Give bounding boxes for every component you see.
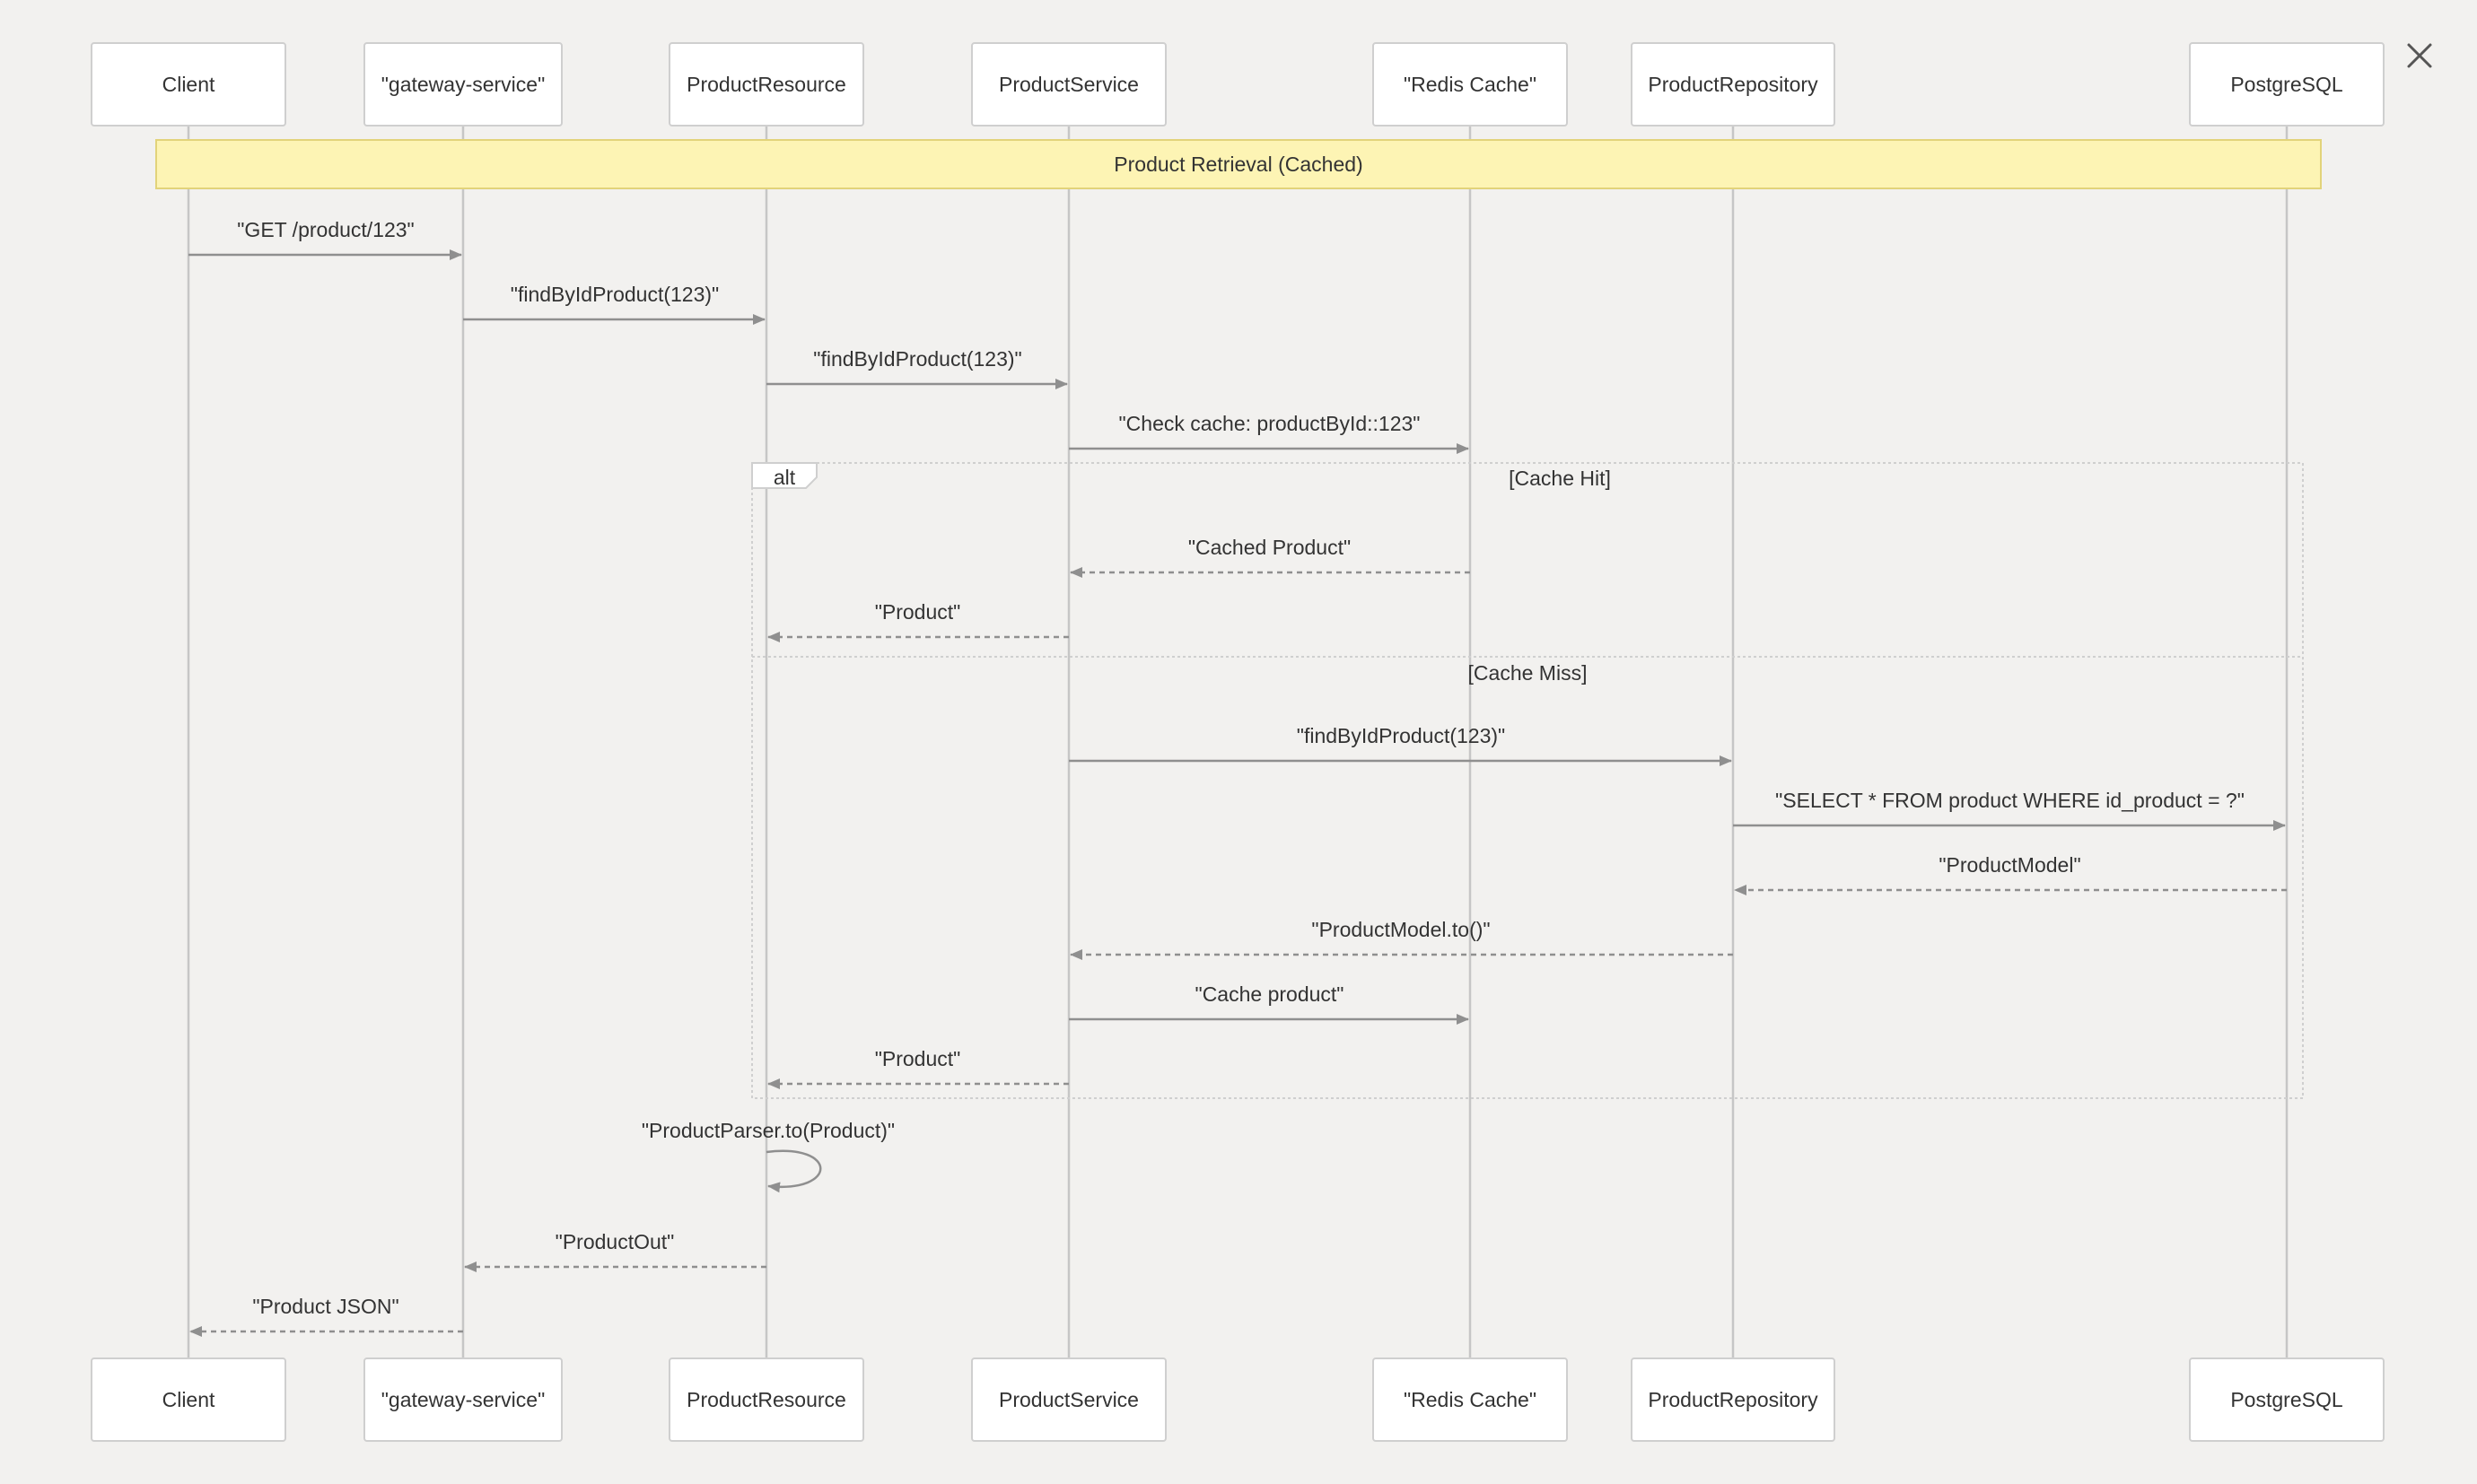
- participant-label: "Redis Cache": [1404, 1388, 1536, 1411]
- message-label: "findByIdProduct(123)": [813, 347, 1021, 371]
- alt-condition-cache-hit: [Cache Hit]: [1509, 467, 1611, 490]
- message-14: "ProductOut": [464, 1230, 766, 1272]
- participant-label: Client: [162, 73, 215, 96]
- participant-label: "gateway-service": [381, 1388, 546, 1411]
- message-label: "findByIdProduct(123)": [1297, 724, 1505, 747]
- message-12: "Product": [767, 1047, 1069, 1089]
- alt-label-tab: [751, 462, 818, 489]
- alt-condition-cache-miss: [Cache Miss]: [1468, 661, 1588, 685]
- message-label: "ProductParser.to(Product)": [642, 1119, 895, 1142]
- message-7: "findByIdProduct(123)": [1069, 724, 1732, 766]
- participant-label: PostgreSQL: [2230, 1388, 2342, 1411]
- message-10: "ProductModel.to()": [1070, 918, 1733, 960]
- message-label: "Cache product": [1195, 982, 1344, 1006]
- participant-label: PostgreSQL: [2230, 73, 2342, 96]
- participant-box: [2189, 1357, 2385, 1442]
- alt-frame: alt [Cache Hit] [Cache Miss]: [751, 462, 2304, 1099]
- note-group: Product Retrieval (Cached): [155, 139, 2322, 189]
- participant-redis-top[interactable]: "Redis Cache": [1372, 42, 1568, 127]
- alt-label: alt: [774, 466, 796, 489]
- message-label: "findByIdProduct(123)": [511, 283, 719, 306]
- participant-box: [971, 1357, 1167, 1442]
- participants-bottom: Client "gateway-service" ProductResource Pr…: [91, 1357, 2385, 1442]
- alt-frame-border: [751, 462, 2304, 1099]
- message-13: "ProductParser.to(Product)": [642, 1119, 895, 1193]
- participant-box: [1372, 1357, 1568, 1442]
- participant-box: [91, 42, 286, 127]
- message-9: "ProductModel": [1734, 853, 2287, 895]
- participant-gateway-bottom[interactable]: "gateway-service": [363, 1357, 563, 1442]
- message-label: "ProductModel": [1939, 853, 2080, 877]
- close-icon: [2407, 43, 2432, 68]
- participant-box: [363, 42, 563, 127]
- participant-service-bottom[interactable]: ProductService: [971, 1357, 1167, 1442]
- participant-gateway-top[interactable]: "gateway-service": [363, 42, 563, 127]
- message-5: "Cached Product": [1070, 536, 1470, 578]
- participant-box: [91, 1357, 286, 1442]
- message-label: "SELECT * FROM product WHERE id_product …: [1775, 789, 2245, 812]
- participant-redis-bottom[interactable]: "Redis Cache": [1372, 1357, 1568, 1442]
- participant-box: [1631, 1357, 1835, 1442]
- participant-box: [669, 1357, 864, 1442]
- participant-repo-bottom[interactable]: ProductRepository: [1631, 1357, 1835, 1442]
- participant-label: "Redis Cache": [1404, 73, 1536, 96]
- participant-box: [1631, 42, 1835, 127]
- message-label: "Product": [875, 600, 961, 624]
- participant-postgres-top[interactable]: PostgreSQL: [2189, 42, 2385, 127]
- message-11: "Cache product": [1069, 982, 1469, 1025]
- message-label: "GET /product/123": [237, 218, 414, 241]
- message-1: "GET /product/123": [188, 218, 462, 260]
- message-2: "findByIdProduct(123)": [463, 283, 766, 325]
- participant-box: [2189, 42, 2385, 127]
- self-message-arrow: [766, 1149, 822, 1193]
- message-label: "Cached Product": [1188, 536, 1351, 559]
- participant-label: ProductService: [999, 1388, 1139, 1411]
- participant-label: "gateway-service": [381, 73, 546, 96]
- participant-label: ProductRepository: [1648, 1388, 1818, 1411]
- participant-postgres-bottom[interactable]: PostgreSQL: [2189, 1357, 2385, 1442]
- message-label: "Product JSON": [252, 1295, 398, 1318]
- participant-box: [1372, 42, 1568, 127]
- participant-label: ProductResource: [687, 73, 846, 96]
- participant-box: [363, 1357, 563, 1442]
- participant-label: ProductService: [999, 73, 1139, 96]
- message-label: "Product": [875, 1047, 961, 1070]
- participant-label: ProductRepository: [1648, 73, 1818, 96]
- message-4: "Check cache: productById::123": [1069, 412, 1469, 454]
- messages: "GET /product/123" "findByIdProduct(123)"…: [188, 218, 2287, 1337]
- note-box: [155, 139, 2322, 189]
- participant-resource-top[interactable]: ProductResource: [669, 42, 864, 127]
- participant-box: [669, 42, 864, 127]
- note-text: Product Retrieval (Cached): [1114, 153, 1362, 176]
- message-8: "SELECT * FROM product WHERE id_product …: [1733, 789, 2286, 831]
- participant-repo-top[interactable]: ProductRepository: [1631, 42, 1835, 127]
- lifelines: [187, 126, 2289, 1358]
- participant-client-top[interactable]: Client: [91, 42, 286, 127]
- participant-service-top[interactable]: ProductService: [971, 42, 1167, 127]
- message-15: "Product JSON": [189, 1295, 463, 1337]
- participant-label: Client: [162, 1388, 215, 1411]
- message-label: "Check cache: productById::123": [1119, 412, 1421, 435]
- participants-top: Client "gateway-service" ProductResource Pr…: [91, 42, 2385, 127]
- participant-label: ProductResource: [687, 1388, 846, 1411]
- participant-resource-bottom[interactable]: ProductResource: [669, 1357, 864, 1442]
- message-3: "findByIdProduct(123)": [766, 347, 1068, 389]
- message-label: "ProductModel.to()": [1311, 918, 1490, 941]
- participant-box: [971, 42, 1167, 127]
- message-label: "ProductOut": [556, 1230, 675, 1253]
- message-6: "Product": [767, 600, 1069, 642]
- participant-client-bottom[interactable]: Client: [91, 1357, 286, 1442]
- close-button[interactable]: [2400, 36, 2439, 75]
